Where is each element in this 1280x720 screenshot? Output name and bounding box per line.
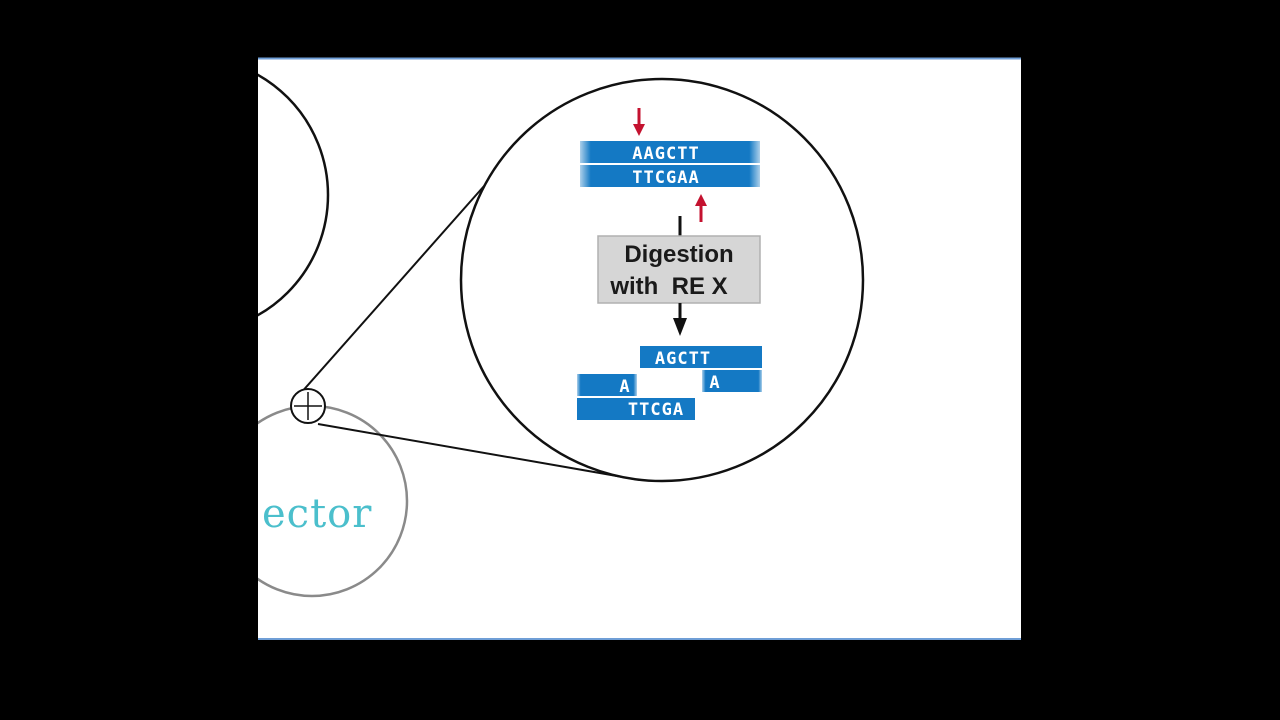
cut-site-arrow-up-icon — [695, 194, 707, 222]
vector-label: ector — [262, 491, 372, 537]
top-strand-bar — [580, 141, 760, 163]
right-fragment: AGCTT A — [640, 346, 762, 393]
bottom-strand-sequence: TTCGAA — [632, 168, 699, 188]
left-fragment-bottom-sequence: TTCGA — [628, 400, 684, 420]
recognition-site: AAGCTT TTCGAA — [580, 141, 760, 188]
step-label-line2: with RE X — [609, 273, 727, 300]
right-fragment-bottom-sequence: A — [709, 373, 720, 393]
restriction-site-marker-icon — [290, 388, 326, 424]
process-arrow-down-icon — [673, 303, 687, 336]
digestion-step-box: Digestion with RE X — [597, 235, 761, 304]
zoom-line-lower — [317, 423, 641, 481]
step-label-line1: Digestion — [624, 241, 733, 268]
top-strand-sequence: AAGCTT — [632, 144, 699, 164]
zoom-line-upper — [299, 167, 501, 395]
bottom-strand-bar — [580, 165, 760, 187]
right-fragment-top-sequence: AGCTT — [655, 349, 711, 369]
cut-site-arrow-down-icon — [633, 108, 645, 136]
left-fragment: A TTCGA — [577, 374, 695, 420]
genome-circle — [258, 73, 330, 317]
left-fragment-top-sequence: A — [619, 377, 630, 397]
